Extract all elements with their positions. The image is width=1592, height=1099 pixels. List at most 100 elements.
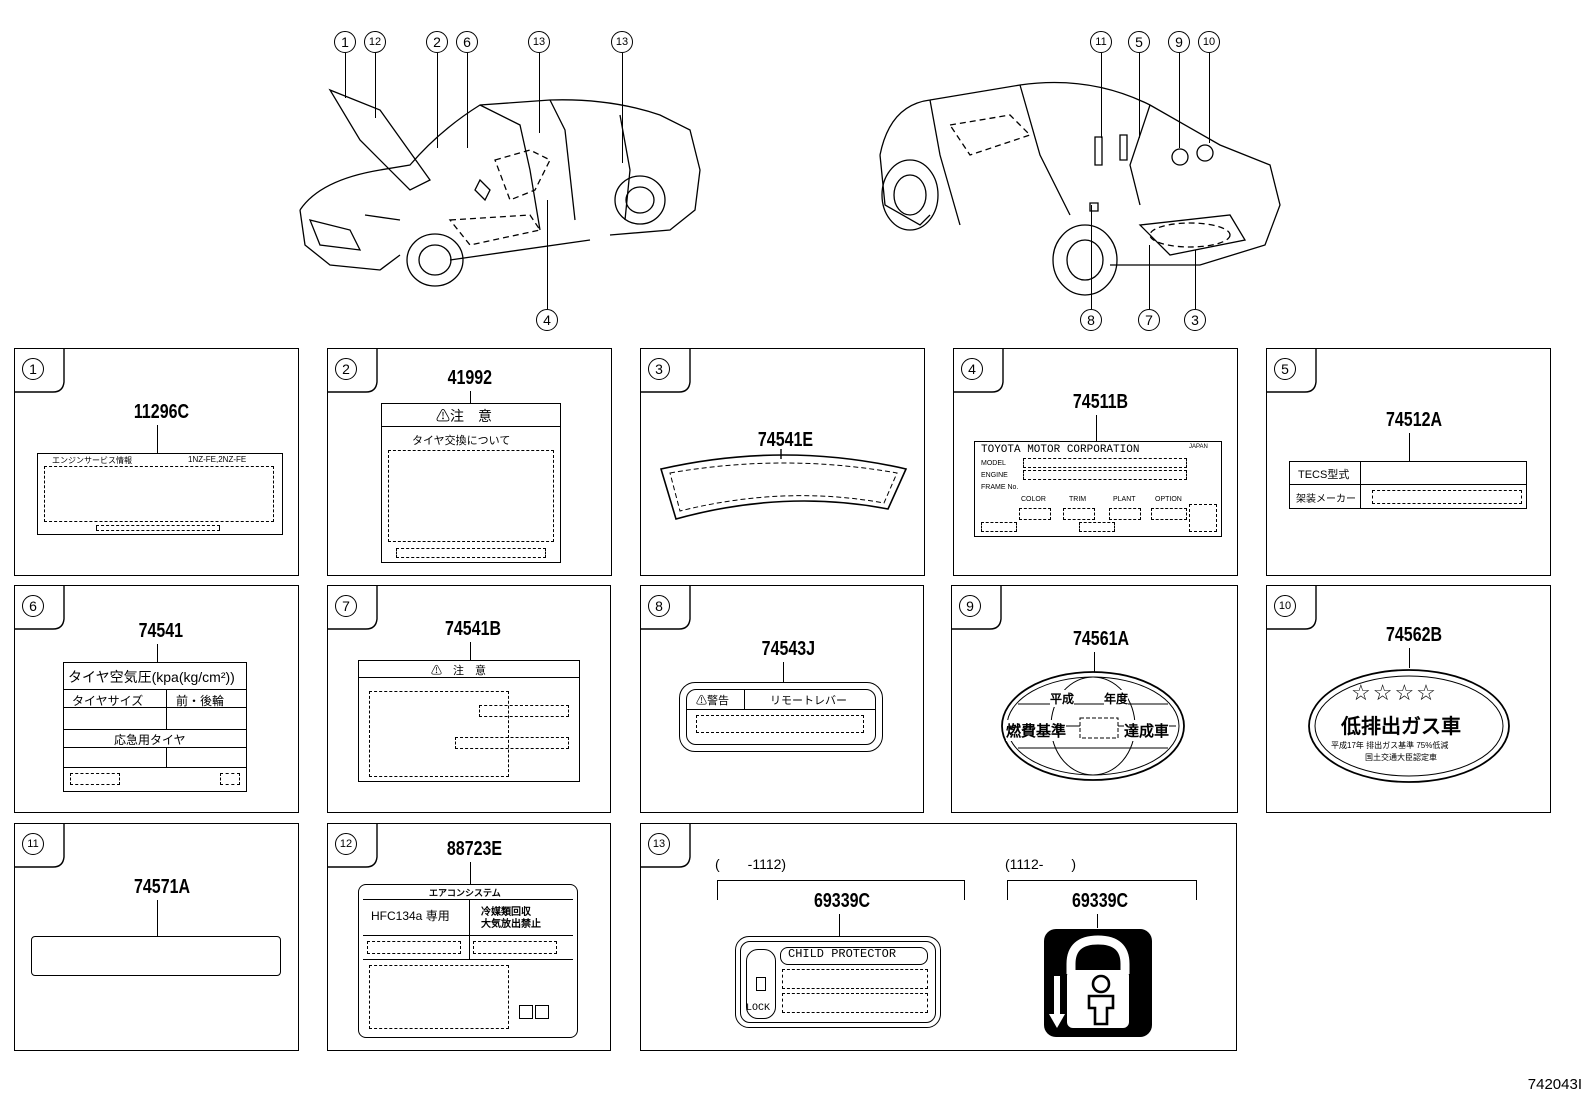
- dashed-field: [96, 525, 220, 531]
- dashed-field: [455, 737, 569, 749]
- panel-number: 12: [335, 833, 357, 855]
- panel-3: 3 74541E: [640, 348, 925, 576]
- label-74511B: TOYOTA MOTOR CORPORATION JAPAN MODEL ENG…: [974, 441, 1222, 537]
- panel-number: 9: [959, 595, 981, 617]
- dashed-field: [782, 969, 928, 989]
- part-number: 74543J: [761, 638, 816, 660]
- callout-7: 7: [1138, 309, 1160, 331]
- callout-line: [437, 53, 438, 148]
- panel-2: 2 41992 ⚠注 意 タイヤ交換について: [327, 348, 612, 576]
- label-text: エアコンシステム: [429, 888, 501, 898]
- dashed-field: [220, 773, 240, 785]
- label-text: エンジンサービス情報: [52, 456, 132, 465]
- label-text: 燃費基準: [1006, 720, 1067, 741]
- leader-line: [470, 642, 471, 660]
- callout-line: [1139, 53, 1140, 138]
- callout-line: [1195, 250, 1196, 309]
- label-74562B: [1308, 669, 1510, 783]
- dashed-field: [696, 715, 864, 733]
- label-text: OPTION: [1155, 496, 1182, 503]
- part-number: 74512A: [1386, 409, 1443, 431]
- callout-line: [622, 53, 623, 163]
- panel-number: 5: [1274, 358, 1296, 380]
- panel-number: 3: [648, 358, 670, 380]
- panel-number: 11: [22, 833, 44, 855]
- part-number: 74541: [138, 620, 184, 642]
- panel-9: 9 74561A 平成 年度 燃費基準 達成車: [951, 585, 1238, 813]
- leader-line: [157, 900, 158, 936]
- panel-number: 7: [335, 595, 357, 617]
- panel-number: 8: [648, 595, 670, 617]
- label-74541B: ⚠ 注 意: [358, 660, 580, 782]
- dashed-field: [782, 993, 928, 1013]
- label-74541: タイヤ空気圧(kpa(kg/cm²)) タイヤサイズ 前・後輪 応急用タイヤ: [63, 662, 247, 792]
- child-lock-pictogram: [1044, 929, 1152, 1037]
- dashed-field: [981, 522, 1017, 532]
- label-text: ENGINE: [981, 472, 1008, 479]
- callout-2: 2: [426, 31, 448, 53]
- panel-number: 1: [22, 358, 44, 380]
- panel-5: 5 74512A TECS型式 架装メーカー: [1266, 348, 1551, 576]
- panel-number: 10: [1274, 595, 1296, 617]
- label-text: FRAME No.: [981, 484, 1019, 491]
- label-74561A: [1001, 671, 1185, 781]
- label-text: MODEL: [981, 460, 1006, 467]
- callout-11: 11: [1090, 31, 1112, 53]
- label-41992: ⚠注 意 タイヤ交換について: [381, 403, 561, 563]
- panel-6: 6 74541 タイヤ空気圧(kpa(kg/cm²)) タイヤサイズ 前・後輪 …: [14, 585, 299, 813]
- callout-line: [1101, 53, 1102, 138]
- panel-4: 4 74511B TOYOTA MOTOR CORPORATION JAPAN …: [953, 348, 1238, 576]
- dashed-field: [1189, 504, 1217, 532]
- panel-number: 6: [22, 595, 44, 617]
- label-text: 年度: [1104, 690, 1129, 707]
- label-text: PLANT: [1113, 496, 1136, 503]
- dashed-field: [1151, 508, 1187, 520]
- label-text: ⚠注 意: [436, 408, 492, 424]
- panel-number: 4: [961, 358, 983, 380]
- panel-number: 13: [648, 833, 670, 855]
- label-text: TRIM: [1069, 496, 1087, 503]
- dashed-field: [473, 941, 557, 954]
- dashed-field: [1063, 508, 1095, 520]
- leader-line: [470, 862, 471, 884]
- part-number: 11296C: [133, 401, 190, 423]
- dashed-field: [369, 691, 509, 777]
- part-number: 74571A: [134, 876, 191, 898]
- label-text: ⚠ 注 意: [431, 665, 486, 677]
- leader-line: [157, 425, 158, 455]
- label-text: COLOR: [1021, 496, 1046, 503]
- leader-line: [1409, 433, 1410, 461]
- label-child-protector: LOCK CHILD PROTECTOR: [735, 936, 941, 1028]
- panel-8: 8 74543J ⚠警告 リモートレバー: [640, 585, 924, 813]
- leader-line: [1409, 648, 1410, 668]
- callout-12: 12: [364, 31, 386, 53]
- dashed-field: [44, 466, 274, 522]
- callout-line: [547, 200, 548, 309]
- callout-line: [345, 53, 346, 98]
- label-74571A: [31, 936, 281, 976]
- lock-text: LOCK: [746, 1003, 771, 1014]
- label-88723E: エアコンシステム HFC134a 専用 冷媒類回収 大気放出禁止: [358, 884, 578, 1038]
- label-text: 1NZ-FE,2NZ-FE: [188, 455, 247, 464]
- label-text: タイヤ交換について: [412, 435, 511, 447]
- callout-line: [1209, 53, 1210, 143]
- panel-1: 1 11296C エンジンサービス情報 1NZ-FE,2NZ-FE: [14, 348, 299, 576]
- dashed-field: [1023, 470, 1187, 480]
- label-text: 達成車: [1124, 720, 1170, 741]
- label-text: ☆☆☆☆: [1351, 680, 1438, 705]
- callout-8: 8: [1080, 309, 1102, 331]
- part-number: 74541E: [757, 429, 814, 451]
- callout-line: [1091, 205, 1092, 309]
- label-text: 平成17年 排出ガス基準 75%低減: [1331, 741, 1449, 750]
- callout-9: 9: [1168, 31, 1190, 53]
- dashed-field: [70, 773, 120, 785]
- label-text: CHILD PROTECTOR: [788, 947, 897, 961]
- label-text: タイヤ空気圧(kpa(kg/cm²)): [68, 669, 235, 685]
- label-text: TOYOTA MOTOR CORPORATION: [981, 444, 1140, 456]
- label-text: 冷媒類回収: [481, 907, 531, 918]
- callout-line: [1149, 245, 1150, 309]
- panel-12: 12 88723E エアコンシステム HFC134a 専用 冷媒類回収 大気放出…: [327, 823, 611, 1051]
- panel-10: 10 74562B ☆☆☆☆ 低排出ガス車 平成17年 排出ガス基準 75%低減…: [1266, 585, 1551, 813]
- label-text: 低排出ガス車: [1341, 716, 1461, 738]
- panel-number: 2: [335, 358, 357, 380]
